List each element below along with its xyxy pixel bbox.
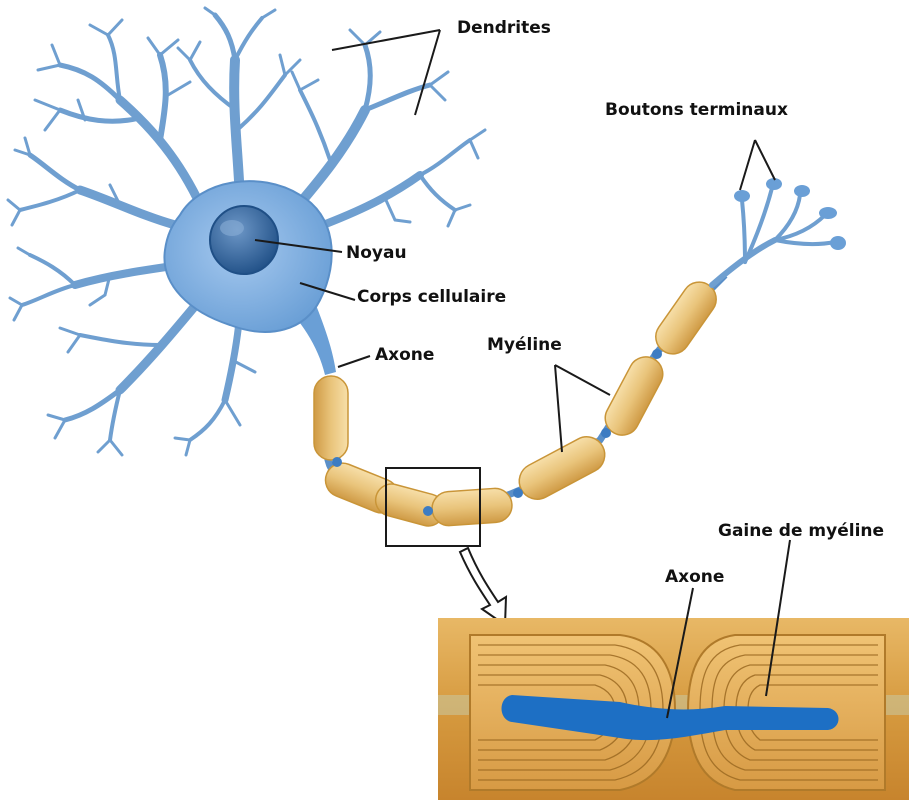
nucleus xyxy=(210,206,278,274)
terminal-branch xyxy=(775,240,835,244)
dendrite-branch xyxy=(20,190,80,210)
myelin-segment xyxy=(431,487,513,526)
myelin-segment xyxy=(314,376,348,460)
dendrite-branch xyxy=(385,130,485,226)
dendrite-branch xyxy=(215,15,235,60)
axon-terminals xyxy=(712,178,846,285)
zoom-arrow xyxy=(460,548,506,625)
terminal-bouton xyxy=(819,207,837,219)
dendrite-branch xyxy=(75,265,180,285)
label-myeline: Myéline xyxy=(487,335,562,355)
leader-axone xyxy=(338,356,370,367)
label-boutons-terminaux: Boutons terminaux xyxy=(605,100,788,120)
terminal-bouton xyxy=(734,190,750,202)
nucleus-highlight xyxy=(220,220,244,236)
terminal-branch xyxy=(775,215,825,240)
dendrite-branch xyxy=(80,190,175,225)
ranvier-node xyxy=(601,428,611,438)
terminal-bouton xyxy=(830,236,846,250)
dendrite-branch xyxy=(300,90,330,160)
dendrite-branch xyxy=(148,38,190,95)
dendrite-branch xyxy=(160,55,166,140)
dendrite-branch xyxy=(10,248,110,320)
label-corps-cellulaire: Corps cellulaire xyxy=(357,287,506,307)
dendrite-branch xyxy=(190,400,225,440)
label-axone: Axone xyxy=(375,345,434,365)
dendrite-branch xyxy=(420,175,455,210)
label-axone-zoom: Axone xyxy=(665,567,724,587)
dendrite-branch xyxy=(60,65,120,100)
label-noyau: Noyau xyxy=(346,243,407,263)
dendrite-branch xyxy=(237,75,285,130)
dendrite-branch xyxy=(80,335,160,345)
ranvier-node xyxy=(513,488,523,498)
label-gaine-de-myeline: Gaine de myéline xyxy=(718,521,884,541)
dendrite-branch xyxy=(175,360,255,455)
terminal-branch xyxy=(742,200,745,262)
ranvier-node xyxy=(332,457,342,467)
leader-lines xyxy=(255,30,790,718)
dendrite-branch xyxy=(420,140,470,175)
dendrite-branch xyxy=(30,255,75,285)
myelin-segment xyxy=(649,275,723,360)
dendrite-branch xyxy=(22,285,75,305)
dendrite-branch xyxy=(365,45,370,110)
myelin-segment xyxy=(599,351,668,441)
dendrite-branch xyxy=(30,155,80,190)
terminal-bouton xyxy=(794,185,810,197)
ranvier-node xyxy=(423,506,433,516)
dendrite-branch xyxy=(190,60,236,110)
dendrite-branch xyxy=(38,20,122,70)
zoom-inset xyxy=(438,618,909,800)
ranvier-node xyxy=(652,349,662,359)
label-dendrites: Dendrites xyxy=(457,18,551,38)
dendrite-branch xyxy=(235,18,262,60)
dendrite-branch xyxy=(65,390,120,420)
